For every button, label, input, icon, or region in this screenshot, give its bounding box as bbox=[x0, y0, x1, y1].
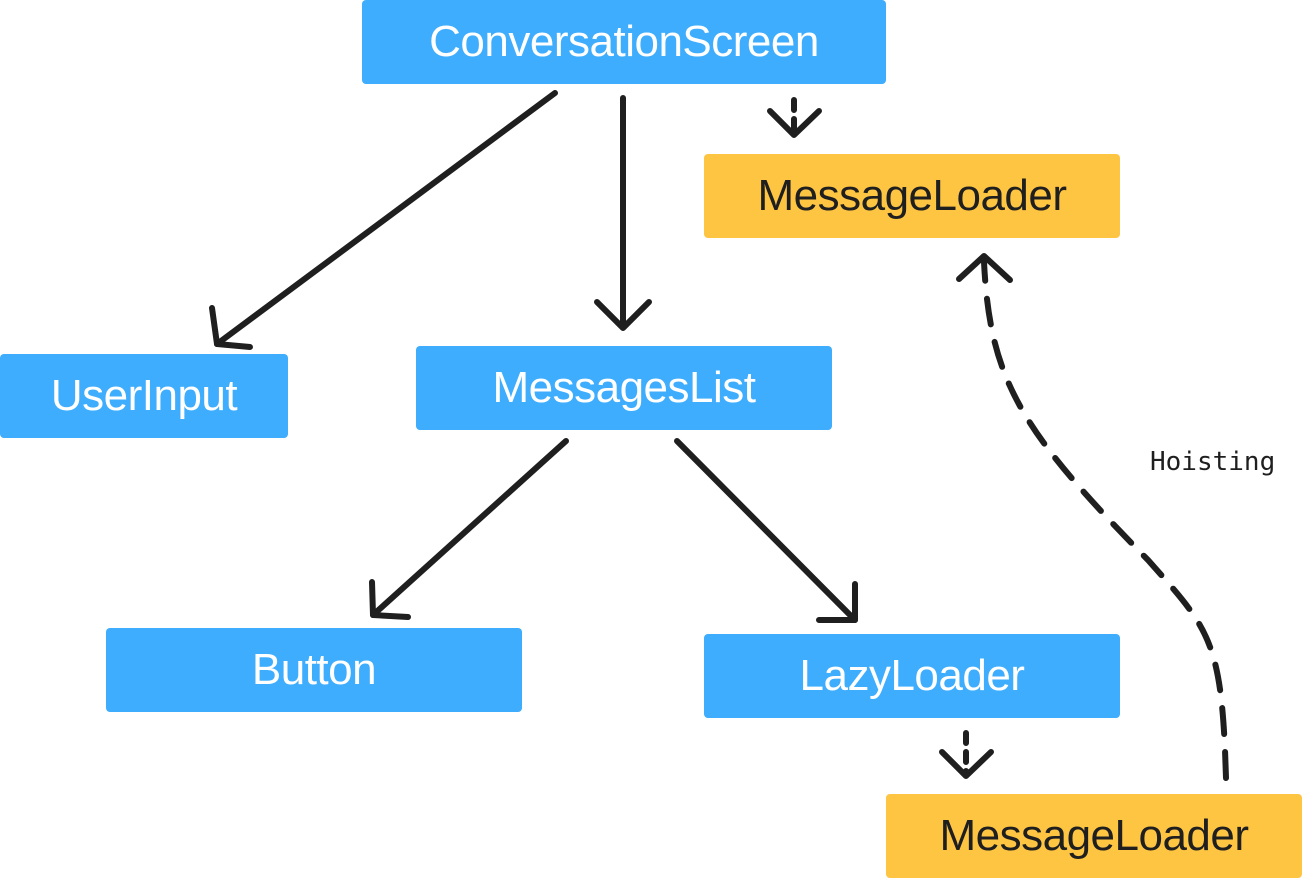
node-lazy-loader: LazyLoader bbox=[704, 634, 1120, 718]
edge-messageslist-to-button bbox=[369, 438, 569, 620]
node-messages-list: MessagesList bbox=[416, 346, 832, 430]
edge-conversation-to-messageslist bbox=[594, 95, 652, 331]
node-message-loader-bottom: MessageLoader bbox=[886, 794, 1302, 878]
edge-lazyloader-to-messageloader-bottom bbox=[939, 730, 994, 779]
edge-hoisting bbox=[956, 253, 1229, 781]
edge-conversation-to-userinput bbox=[209, 90, 558, 350]
edge-conversation-to-messageloader-top bbox=[767, 97, 822, 138]
node-message-loader-top: MessageLoader bbox=[704, 154, 1120, 238]
node-button: Button bbox=[106, 628, 522, 712]
node-conversation-screen-label: ConversationScreen bbox=[429, 17, 819, 66]
node-conversation-screen: ConversationScreen bbox=[362, 0, 886, 84]
node-messages-list-label: MessagesList bbox=[492, 363, 756, 412]
node-button-label: Button bbox=[251, 645, 377, 694]
node-message-loader-top-label: MessageLoader bbox=[757, 171, 1067, 220]
edge-label-hoisting: Hoisting bbox=[1150, 447, 1276, 477]
node-lazy-loader-label: LazyLoader bbox=[799, 651, 1025, 700]
node-user-input-label: UserInput bbox=[50, 371, 238, 420]
node-user-input: UserInput bbox=[0, 354, 288, 438]
edge-messageslist-to-lazyloader bbox=[674, 438, 858, 623]
node-message-loader-bottom-label: MessageLoader bbox=[939, 811, 1249, 860]
